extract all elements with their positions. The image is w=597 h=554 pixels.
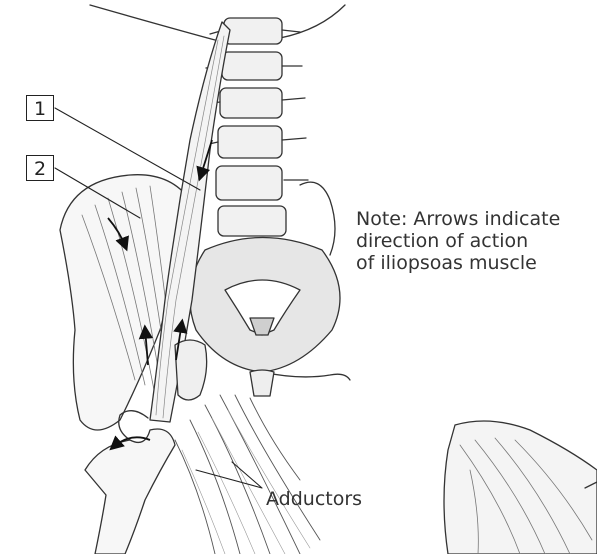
leader-line-adductors bbox=[196, 462, 262, 488]
adductor-striations bbox=[182, 410, 310, 554]
rib-arc-left bbox=[90, 5, 215, 40]
note-line-1: Note: Arrows indicate bbox=[356, 208, 560, 230]
arrow-note: Note: Arrows indicate direction of actio… bbox=[356, 208, 560, 274]
rib-arc-right bbox=[280, 5, 345, 38]
note-line-3: of iliopsoas muscle bbox=[356, 252, 560, 274]
right-thigh-partial bbox=[444, 421, 597, 554]
pubic-ramus bbox=[262, 372, 350, 380]
transverse-processes-right bbox=[282, 30, 308, 180]
obturator-region bbox=[175, 340, 207, 400]
adductors-label: Adductors bbox=[266, 488, 362, 510]
label-2: 2 bbox=[26, 155, 54, 181]
label-1: 1 bbox=[26, 95, 54, 121]
pubic-symphysis bbox=[250, 370, 274, 396]
femur bbox=[85, 429, 175, 554]
adductor-muscles bbox=[175, 395, 320, 554]
note-line-2: direction of action bbox=[356, 230, 560, 252]
